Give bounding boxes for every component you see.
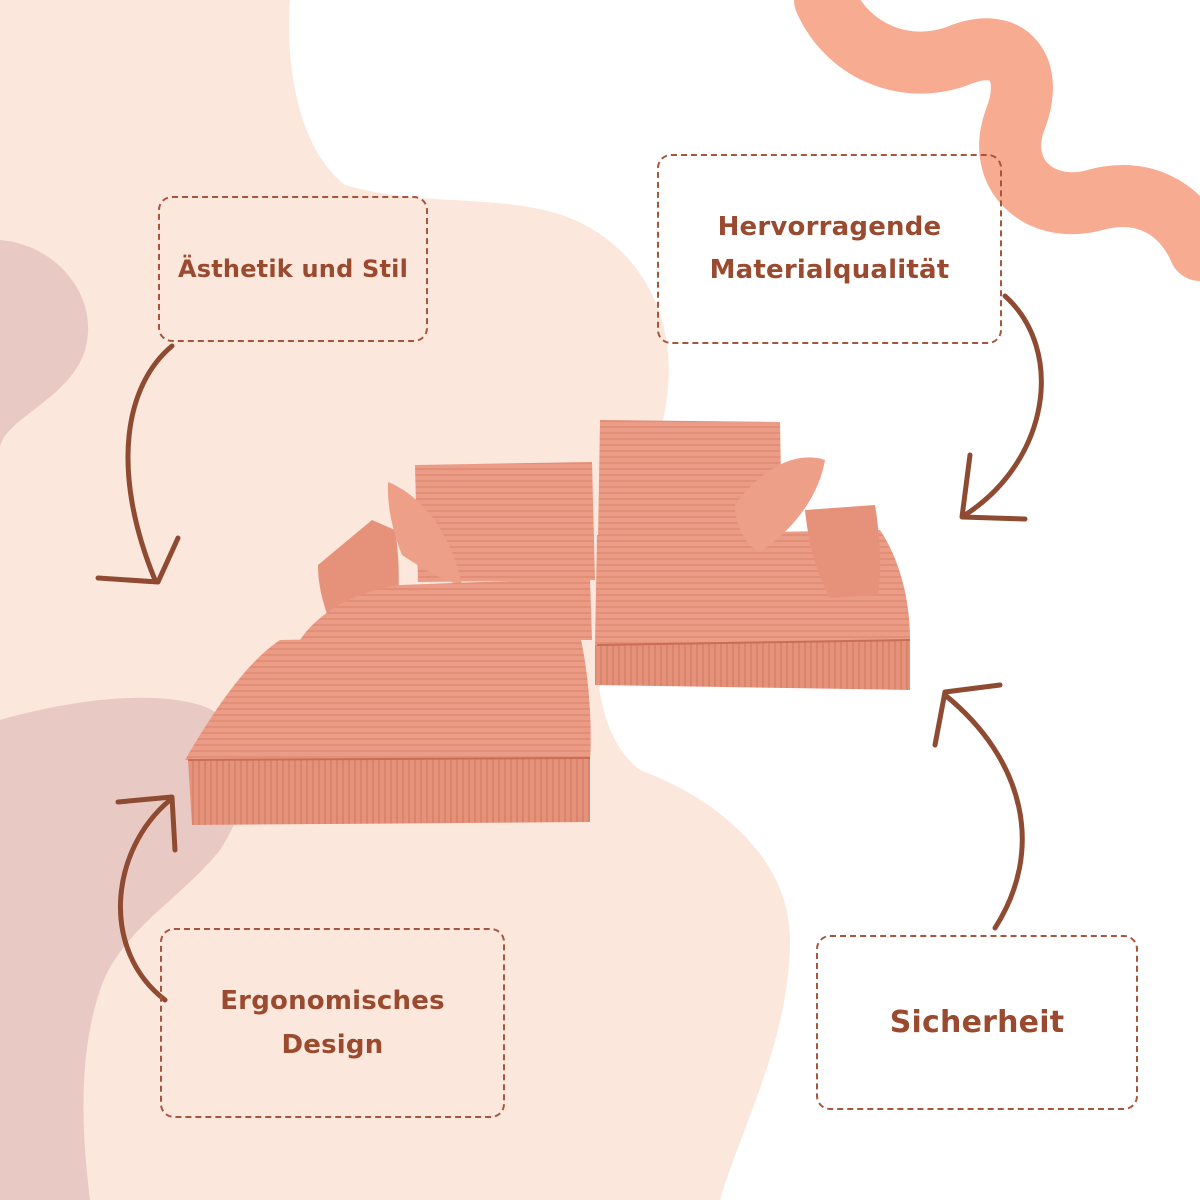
label-ergonomic-line-1: Ergonomisches xyxy=(220,985,445,1016)
label-aesthetics-style: Ästhetik und Stil xyxy=(158,196,428,342)
squiggle-shape xyxy=(794,0,1200,281)
arrow-to-sofa-from-safety xyxy=(932,682,1025,931)
label-material-line-2: Materialqualität xyxy=(709,255,950,285)
arrow-to-sofa-from-material xyxy=(959,293,1044,522)
label-material-quality: Hervorragende Materialqualität xyxy=(657,154,1002,344)
arrow-to-sofa-from-ergonomic xyxy=(115,794,178,1003)
label-safety: Sicherheit xyxy=(816,935,1138,1110)
arrow-to-sofa-from-aesthetics xyxy=(95,343,181,585)
label-material-line-1: Hervorragende xyxy=(717,212,942,243)
rose-blob xyxy=(0,240,245,1200)
label-aesthetics-text: Ästhetik und Stil xyxy=(177,254,409,283)
label-ergonomic-line-2: Design xyxy=(281,1030,384,1060)
label-safety-text: Sicherheit xyxy=(889,1005,1065,1040)
label-ergonomic-design: Ergonomisches Design xyxy=(160,928,505,1118)
